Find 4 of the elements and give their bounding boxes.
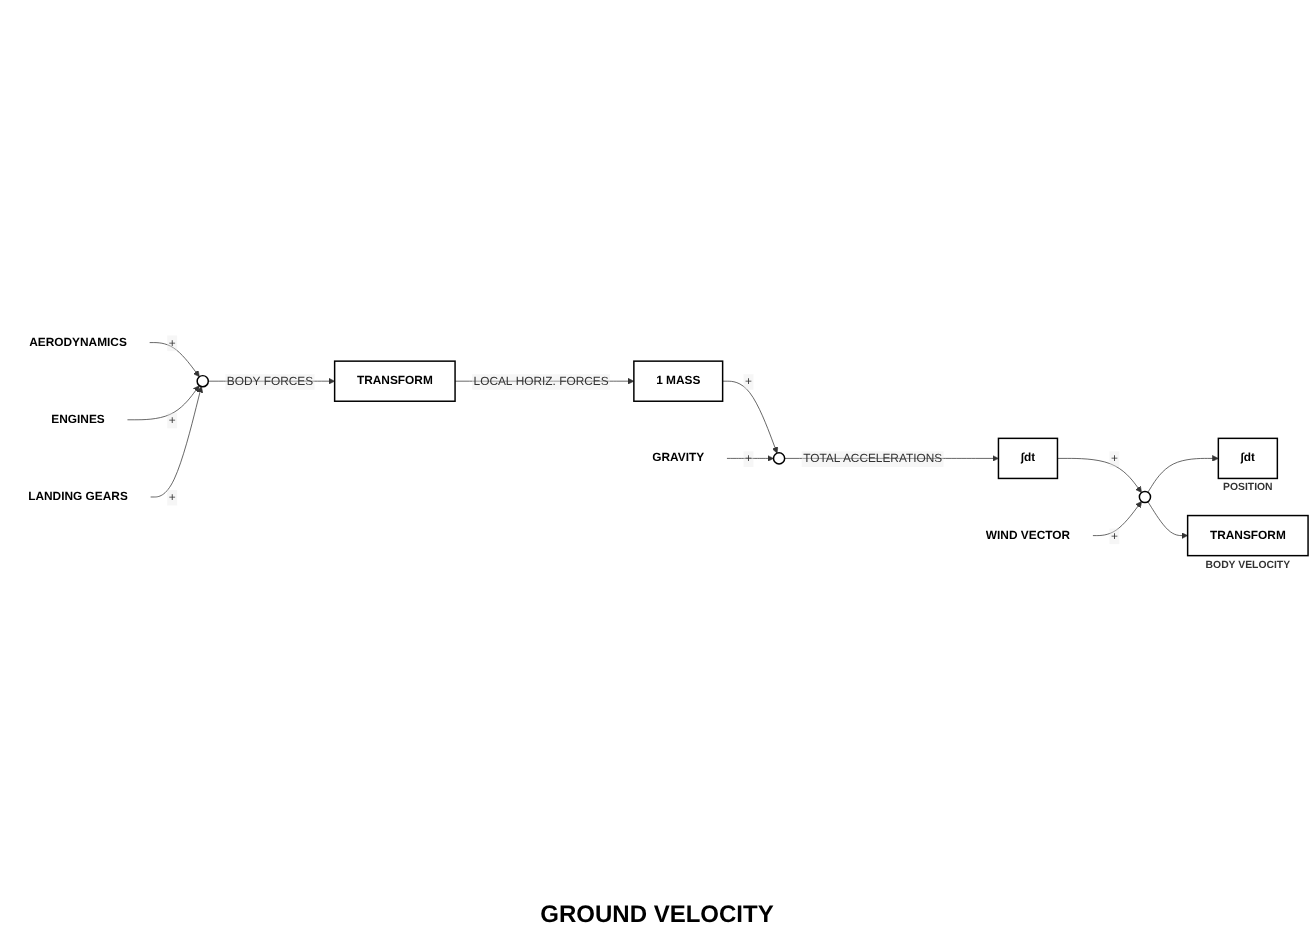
node-circle [772,452,786,465]
node-circle [196,374,210,388]
node-circle [1138,490,1152,504]
signal-label: GROUND VELOCITY [540,900,774,928]
